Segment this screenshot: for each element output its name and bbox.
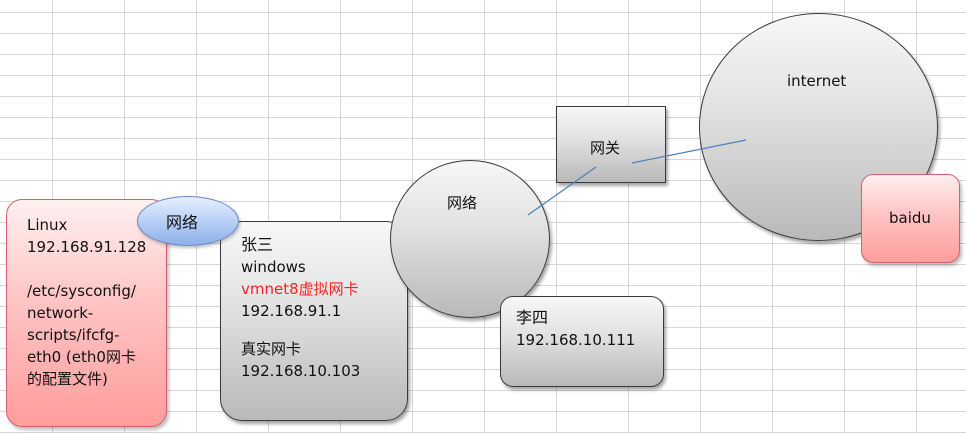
network-circle-label: 网络 [447,194,478,212]
network-to-gateway-connector [527,166,597,216]
linux-host-box: Linux 192.168.91.128 /etc/sysconfig/ net… [6,199,167,427]
gateway-to-internet-connector [631,139,747,164]
baidu-server-box: baidu [861,174,960,263]
linux-config-path: /etc/sysconfig/ network- scripts/ifcfg- … [27,282,136,388]
internet-circle: internet [699,13,938,241]
lisi-name: 李四 [516,308,549,327]
linux-ip: 192.168.91.128 [27,238,147,256]
zhangsan-host-box: 张三 windows vmnet8虚拟网卡 192.168.91.1 真实网卡 … [220,221,408,421]
network-ellipse-label: 网络 [166,213,199,232]
zhangsan-vmnet-label: vmnet8虚拟网卡 [241,280,359,298]
network-ellipse: 网络 [137,196,239,246]
network-circle: 网络 [390,160,550,318]
gateway-box: 网关 [556,106,666,183]
baidu-label: baidu [889,209,931,227]
zhangsan-real-nic-label: 真实网卡 [241,340,302,358]
lisi-host-box: 李四 192.168.10.111 [500,296,664,387]
lisi-ip: 192.168.10.111 [516,331,636,349]
zhangsan-os: windows [241,258,306,276]
gateway-label: 网关 [590,139,621,157]
zhangsan-name: 张三 [241,235,274,254]
zhangsan-real-ip: 192.168.10.103 [241,362,361,380]
zhangsan-vmnet-ip: 192.168.91.1 [241,302,342,320]
internet-label: internet [787,72,847,90]
linux-label: Linux [27,216,68,234]
